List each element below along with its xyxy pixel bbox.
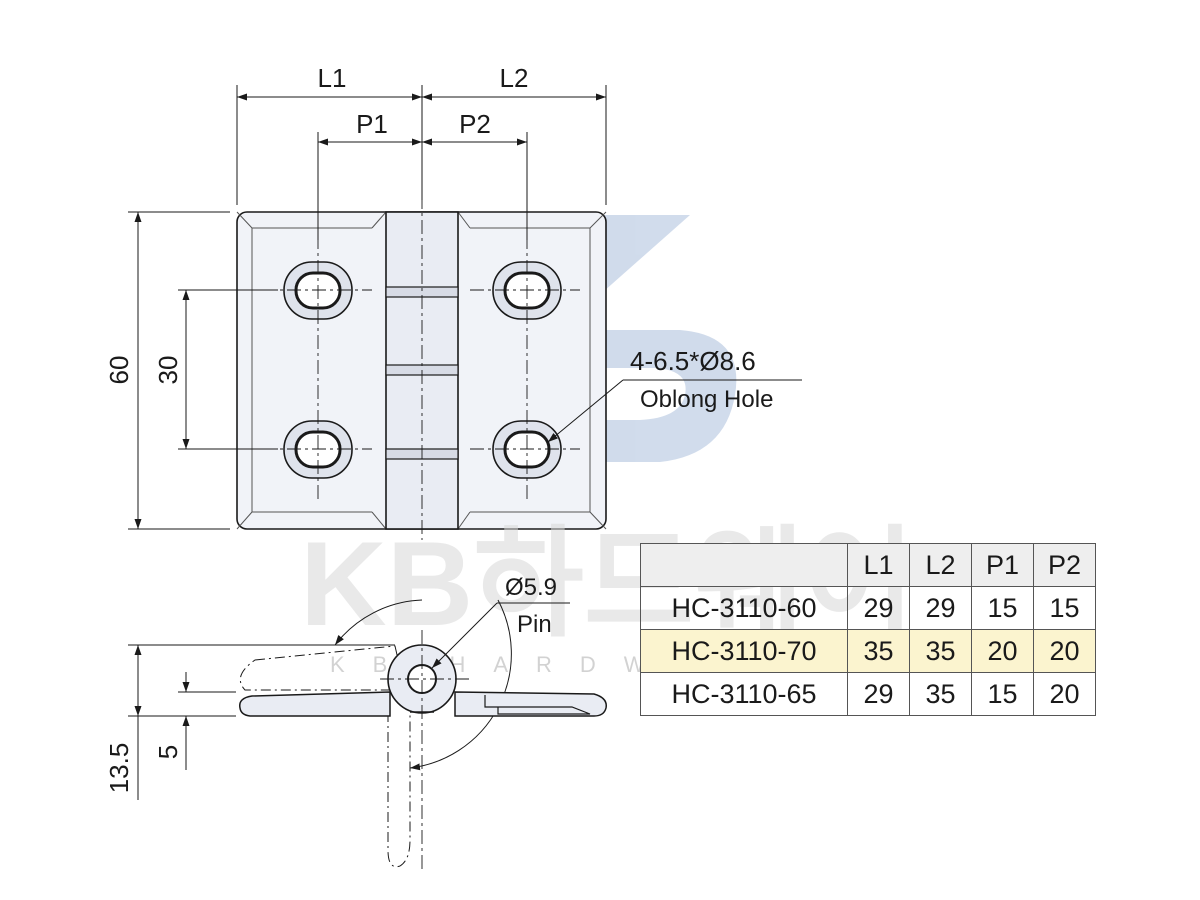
- table-cell: 29: [847, 672, 910, 716]
- table-cell: 20: [1033, 629, 1096, 673]
- table-cell-model: HC-3110-65: [640, 672, 848, 716]
- table-header-cell: P2: [1033, 543, 1096, 587]
- dim-side-thickness-label: 5: [153, 745, 183, 759]
- table-cell: 20: [971, 629, 1034, 673]
- table-cell: 29: [909, 586, 972, 630]
- dim-hole-spacing-label: 30: [153, 356, 183, 385]
- table-cell: 29: [847, 586, 910, 630]
- table-cell: 35: [909, 629, 972, 673]
- right-leaf-side: [454, 691, 607, 717]
- hinge-top-view: [236, 195, 607, 540]
- table-cell: 15: [971, 586, 1034, 630]
- swing-arc: [334, 599, 423, 646]
- hole-name-label: Oblong Hole: [640, 386, 773, 413]
- right-leaf-hole-section: [484, 695, 591, 715]
- hole-callout-leader: [547, 379, 802, 443]
- table-cell-model: HC-3110-70: [640, 629, 848, 673]
- table-row: HC-3110-60 29 29 15 15: [640, 586, 1096, 630]
- dim-p1-label: P1: [356, 109, 388, 139]
- dim-l2-label: L2: [500, 63, 529, 93]
- table-row: HC-3110-65 29 35 15 20: [640, 672, 1096, 716]
- table-cell: 20: [1033, 672, 1096, 716]
- right-leaf-bevel: [470, 227, 591, 513]
- hinge-side-view: [239, 599, 607, 870]
- left-leaf-side: [239, 691, 391, 717]
- side-dimensions: [128, 644, 395, 800]
- spec-table: L1 L2 P1 P2 HC-3110-60 29 29 15 15 HC-31…: [640, 543, 1096, 716]
- left-dimensions: [128, 211, 278, 530]
- table-cell: 15: [971, 672, 1034, 716]
- center-lines: [262, 195, 580, 540]
- table-row-highlighted: HC-3110-70 35 35 20 20: [640, 629, 1096, 673]
- table-cell: 35: [847, 629, 910, 673]
- down-leaf-phantom: [387, 712, 411, 868]
- table-header-cell: L1: [847, 543, 910, 587]
- hole-spec-label: 4-6.5*Ø8.6: [630, 346, 756, 376]
- pin-name-label: Pin: [517, 611, 552, 638]
- table-header-cell: [640, 543, 848, 587]
- pin-spec-label: Ø5.9: [505, 574, 557, 601]
- open-leaf-phantom: [239, 645, 406, 691]
- table-cell: 35: [909, 672, 972, 716]
- table-cell: 15: [1033, 586, 1096, 630]
- dim-l1-label: L1: [318, 63, 347, 93]
- dim-side-height-label: 13.5: [104, 743, 134, 794]
- table-header-cell: L2: [909, 543, 972, 587]
- table-header-row: L1 L2 P1 P2: [640, 543, 1096, 587]
- top-dimensions: [236, 85, 607, 240]
- dim-height-label: 60: [104, 356, 134, 385]
- dim-p2-label: P2: [459, 109, 491, 139]
- table-cell-model: HC-3110-60: [640, 586, 848, 630]
- table-header-cell: P1: [971, 543, 1034, 587]
